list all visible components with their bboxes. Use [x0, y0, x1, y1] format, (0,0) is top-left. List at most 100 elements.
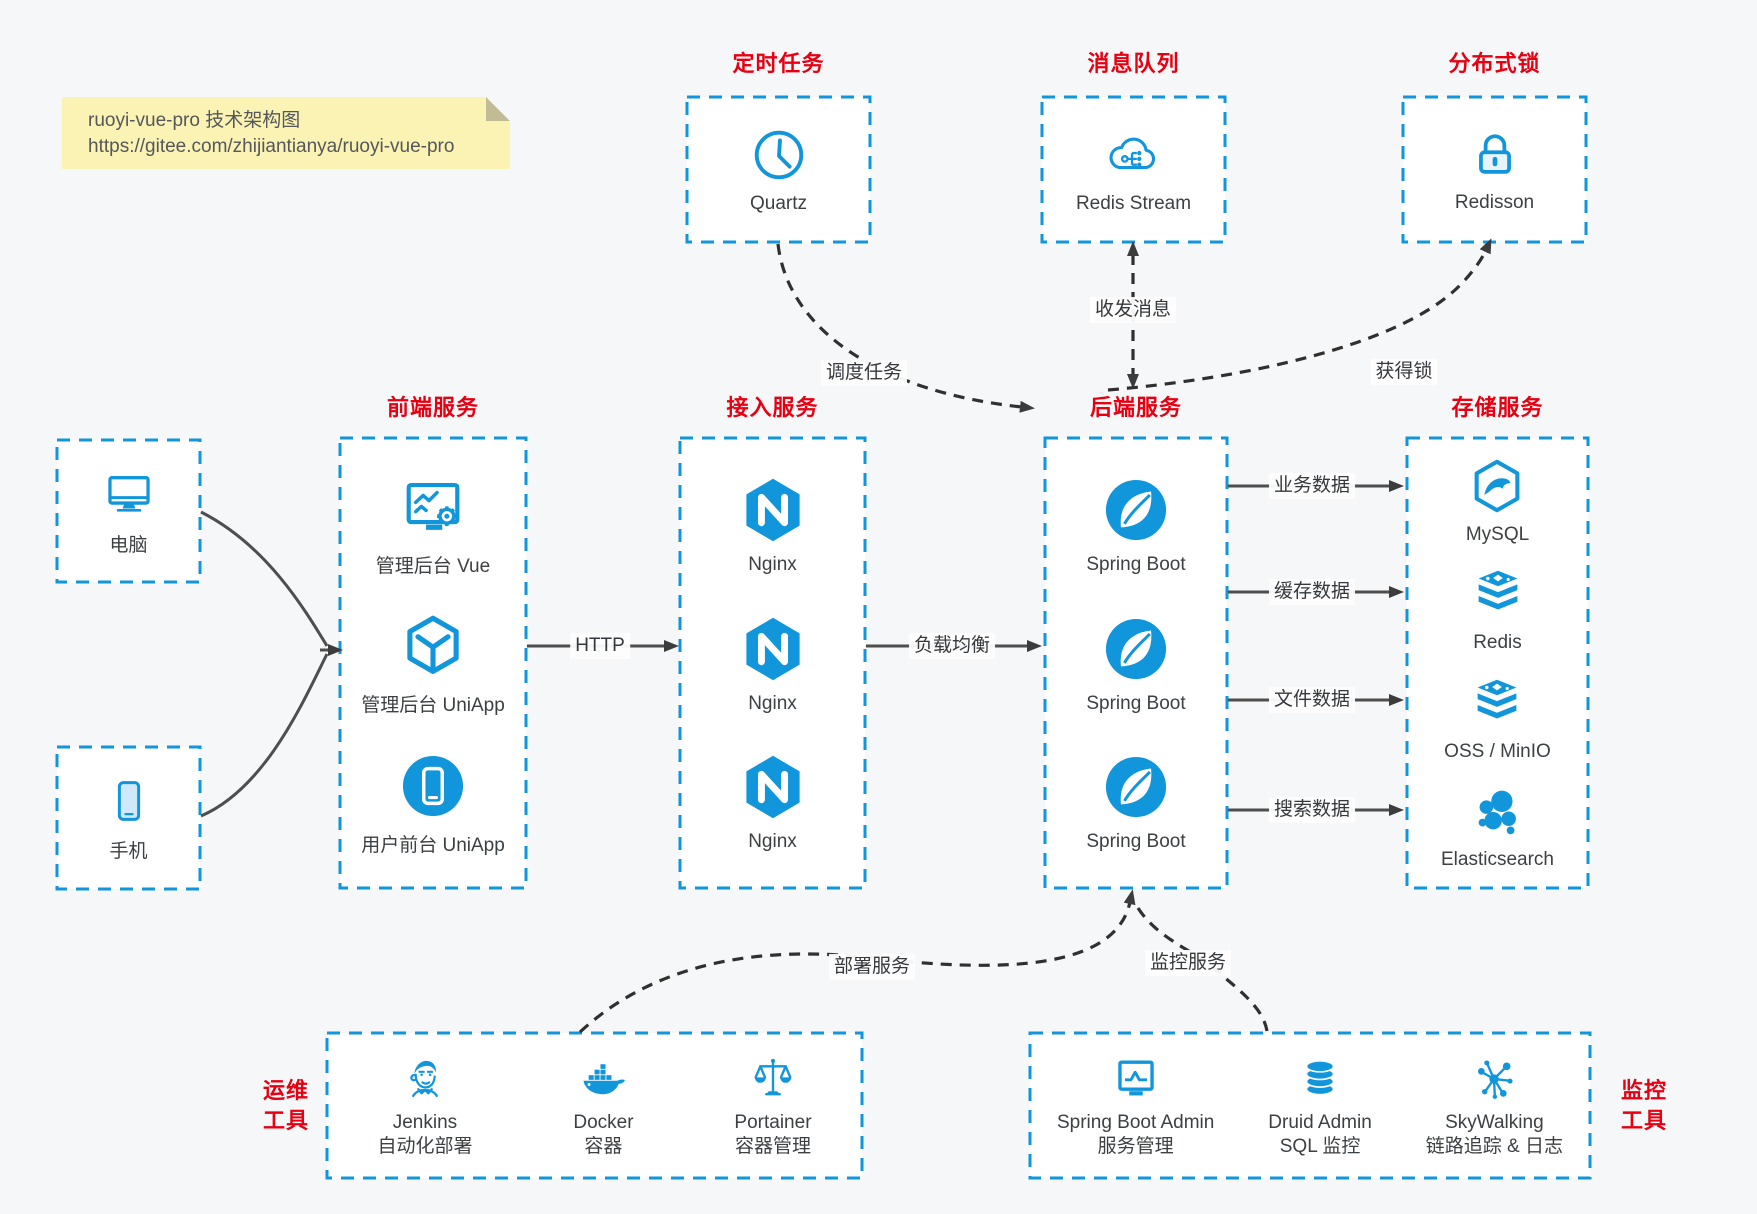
backend-item-label: Spring Boot: [1086, 692, 1186, 714]
storage-item-redis: Redis: [1467, 563, 1529, 654]
storage-item-label: OSS / MinIO: [1444, 740, 1551, 762]
note-fold-corner: [486, 97, 510, 121]
docker-icon: [584, 1064, 626, 1095]
ops-item-name: Portainer: [734, 1112, 812, 1133]
ops-tools-title-line1: 运维: [262, 1078, 309, 1103]
storage-title: 存储服务: [1451, 395, 1544, 420]
quartz-item: Quartz: [748, 124, 810, 215]
monitoring-tools-content: Spring Boot Admin 服务管理 Druid Admin SQL 监…: [1030, 1033, 1590, 1178]
scheduled-task-title: 定时任务: [732, 51, 825, 76]
backend-item-label: Spring Boot: [1086, 830, 1186, 852]
mobile-client-item: 手机: [101, 773, 157, 863]
note-line-1: ruoyi-vue-pro 技术架构图: [88, 110, 301, 131]
frontend-item-user-uniapp: 用户前台 UniApp: [361, 749, 505, 857]
monitoring-item-desc: 链路追踪 & 日志: [1425, 1136, 1563, 1157]
monitoring-item-sba: Spring Boot Admin 服务管理: [1057, 1052, 1214, 1159]
ops-item-jenkins: Jenkins 自动化部署: [377, 1052, 472, 1159]
ops-item-name: Docker: [573, 1112, 634, 1133]
distributed-lock-title: 分布式锁: [1448, 51, 1541, 76]
frontend-item-admin-uniapp: 管理后台 UniApp: [361, 609, 505, 717]
mysql-icon: [1475, 459, 1520, 513]
gateway-item-label: Nginx: [748, 554, 797, 576]
gateway-item-label: Nginx: [748, 830, 797, 852]
edge-label-lock: 获得锁: [1370, 359, 1438, 385]
redisson-item: Redisson: [1455, 125, 1534, 214]
edge-label-business-data: 业务数据: [1268, 473, 1356, 499]
redis-icon: [1478, 679, 1517, 719]
gateway-content: Nginx Nginx Nginx: [680, 438, 865, 888]
redis-stream-label: Redis Stream: [1075, 193, 1192, 214]
backend-item-springboot: Spring Boot: [1086, 612, 1186, 715]
ops-tools-title: 运维 工具: [248, 1076, 324, 1136]
backend-item-springboot: Spring Boot: [1086, 473, 1186, 576]
backend-title: 后端服务: [1089, 395, 1182, 420]
edge-label-file-data: 文件数据: [1268, 687, 1356, 713]
edge-label-http: HTTP: [570, 633, 630, 659]
edge-label-load-balance: 负载均衡: [908, 633, 996, 659]
ops-item-name: Jenkins: [392, 1112, 458, 1133]
edge-label-monitor: 监控服务: [1144, 950, 1232, 976]
monitoring-tools-title: 监控 工具: [1604, 1076, 1684, 1136]
monitoring-item-desc: SQL 监控: [1279, 1136, 1361, 1157]
monitoring-item-name: Druid Admin: [1268, 1112, 1372, 1133]
edge-label-schedule: 调度任务: [820, 360, 908, 386]
jenkins-icon: [410, 1060, 438, 1097]
pc-client-content: 电脑: [57, 440, 200, 582]
scheduled-task-content: Quartz: [687, 97, 870, 242]
gateway-item-nginx: Nginx: [736, 750, 810, 853]
ops-item-desc: 容器: [584, 1136, 623, 1157]
desktop-icon: [107, 476, 150, 512]
frontend-item-label: 用户前台 UniApp: [361, 834, 505, 856]
elasticsearch-icon: [1478, 790, 1516, 834]
message-queue-content: Redis Stream: [1042, 97, 1225, 242]
spring-boot-icon: [1105, 618, 1167, 679]
storage-item-oss-minio: OSS / MinIO: [1444, 672, 1551, 763]
note-line-2: https://gitee.com/zhijiantianya/ruoyi-vu…: [88, 136, 455, 157]
ops-item-desc: 容器管理: [734, 1136, 811, 1157]
mobile-client-content: 手机: [57, 747, 200, 889]
storage-item-label: Elasticsearch: [1441, 848, 1554, 870]
spring-boot-admin-icon: [1117, 1060, 1154, 1096]
spring-boot-icon: [1105, 480, 1167, 541]
ops-tools-title-line2: 工具: [262, 1108, 309, 1133]
nginx-icon: [745, 755, 800, 818]
monitoring-item-skywalking: SkyWalking 链路追踪 & 日志: [1426, 1052, 1563, 1159]
backend-item-springboot: Spring Boot: [1086, 750, 1186, 853]
monitoring-item-name: Spring Boot Admin: [1056, 1112, 1215, 1133]
gateway-title: 接入服务: [726, 395, 819, 420]
nginx-icon: [745, 479, 800, 542]
clock-icon: [754, 130, 803, 180]
redis-stream-item: Redis Stream: [1076, 124, 1191, 215]
mobile-client-label: 手机: [109, 841, 148, 862]
sticky-note: ruoyi-vue-pro 技术架构图 https://gitee.com/zh…: [62, 97, 510, 169]
portainer-icon: [754, 1058, 792, 1096]
gateway-item-label: Nginx: [748, 692, 797, 714]
frontend-item-vue: 管理后台 Vue: [376, 470, 490, 578]
redisson-label: Redisson: [1454, 192, 1535, 213]
nginx-icon: [745, 617, 800, 680]
gateway-item-nginx: Nginx: [736, 473, 810, 576]
mobile-app-icon: [402, 755, 464, 816]
storage-item-elasticsearch: Elasticsearch: [1441, 780, 1554, 871]
admin-monitor-icon: [406, 482, 460, 530]
distributed-lock-content: Redisson: [1403, 97, 1586, 242]
edge-pc-to-frontend: [200, 510, 329, 647]
ops-item-desc: 自动化部署: [377, 1136, 473, 1157]
ops-tools-content: Jenkins 自动化部署 Docker 容器: [327, 1033, 862, 1178]
skywalking-icon: [1478, 1060, 1513, 1099]
storage-item-label: Redis: [1473, 632, 1522, 654]
backend-content: Spring Boot Spring Boot Spring Boot: [1045, 438, 1227, 888]
redis-icon: [1478, 571, 1517, 610]
monitoring-item-desc: 服务管理: [1097, 1136, 1174, 1157]
quartz-label: Quartz: [749, 193, 808, 214]
edge-label-message: 收发消息: [1089, 297, 1177, 323]
storage-item-label: MySQL: [1465, 524, 1530, 546]
storage-content: MySQL Redis: [1407, 438, 1588, 888]
cloud-stream-icon: [1109, 137, 1156, 170]
backend-item-label: Spring Boot: [1086, 554, 1186, 576]
frontend-item-label: 管理后台 UniApp: [361, 695, 505, 716]
spring-boot-icon: [1105, 756, 1167, 817]
edge-label-search-data: 搜索数据: [1268, 797, 1356, 823]
frontend-title: 前端服务: [386, 395, 479, 420]
